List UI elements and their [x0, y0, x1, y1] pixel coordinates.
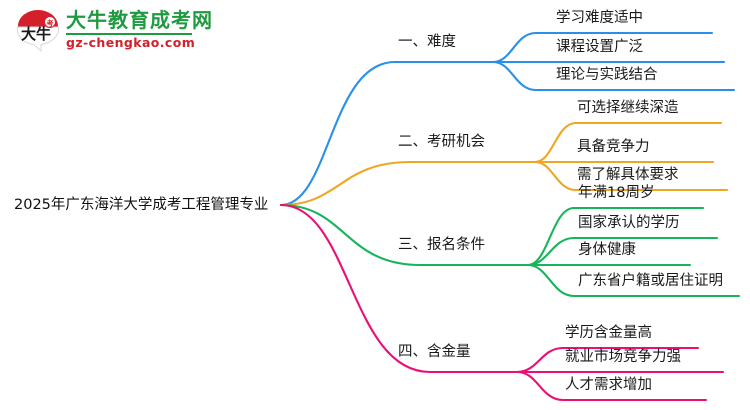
leaf-label-3-3[interactable]: 身体健康 [578, 242, 636, 258]
logo-text-block: 大牛教育成考网 gz-chengkao.com [66, 9, 213, 50]
logo-title: 大牛教育成考网 [66, 8, 213, 32]
leaf-label-1-1[interactable]: 学习难度适中 [556, 10, 643, 26]
leaf-label-1-2[interactable]: 课程设置广泛 [556, 39, 643, 55]
svg-text:大牛: 大牛 [21, 25, 51, 43]
svg-text:考: 考 [47, 19, 54, 28]
leaf-label-1-3[interactable]: 理论与实践结合 [556, 67, 658, 83]
leaf-label-3-2[interactable]: 国家承认的学历 [578, 215, 680, 231]
branch-label-2[interactable]: 二、考研机会 [398, 134, 485, 150]
logo-subtitle: gz-chengkao.com [66, 35, 196, 50]
leaf-label-2-3[interactable]: 需了解具体要求 [577, 167, 679, 183]
site-logo[interactable]: 大牛 考 大牛教育成考网 gz-chengkao.com [14, 6, 212, 56]
logo-mark-icon: 大牛 考 [16, 10, 60, 53]
branch-label-3[interactable]: 三、报名条件 [398, 237, 485, 253]
branch-label-4[interactable]: 四、含金量 [398, 344, 471, 360]
leaf-label-3-1[interactable]: 年满18周岁 [578, 185, 655, 201]
branch-label-1[interactable]: 一、难度 [398, 34, 456, 50]
leaf-label-4-3[interactable]: 人才需求增加 [565, 377, 652, 393]
leaf-label-4-2[interactable]: 就业市场竞争力强 [565, 349, 681, 365]
root-node-label[interactable]: 2025年广东海洋大学成考工程管理专业 [14, 197, 269, 213]
connector-branch-4 [279, 203, 725, 402]
leaf-label-4-1[interactable]: 学历含金量高 [565, 325, 652, 341]
logo-divider [66, 33, 192, 35]
leaf-label-2-2[interactable]: 具备竞争力 [577, 139, 650, 155]
connector-branch-2 [279, 121, 729, 207]
leaf-label-3-4[interactable]: 广东省户籍或居住证明 [578, 273, 723, 289]
leaf-label-2-1[interactable]: 可选择继续深造 [577, 100, 679, 116]
